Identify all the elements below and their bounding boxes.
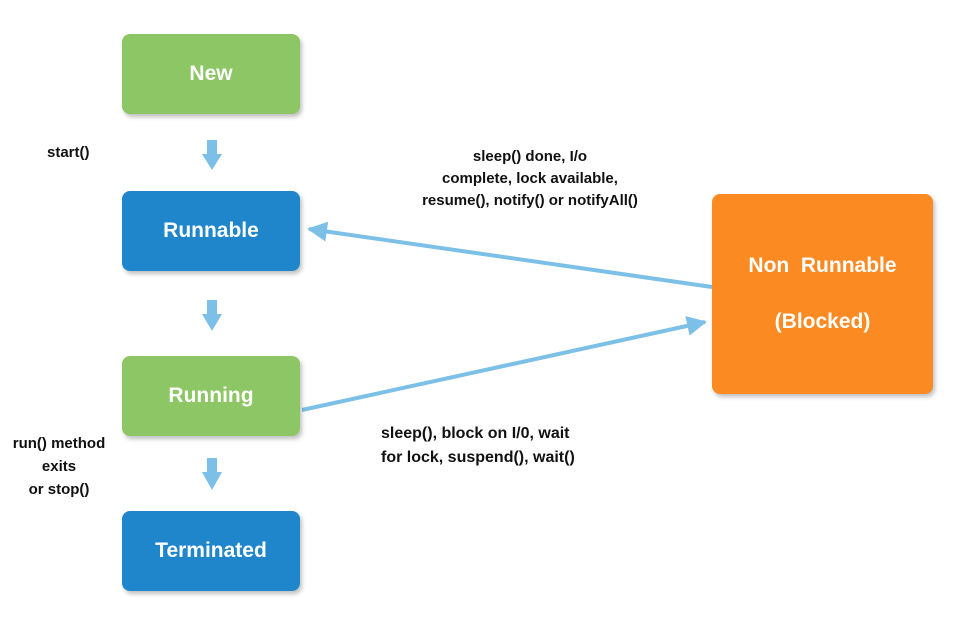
state-runnable-label: Runnable bbox=[163, 219, 259, 242]
state-running-label: Running bbox=[168, 384, 254, 407]
state-non-runnable-label: Non Runnable bbox=[748, 254, 897, 277]
state-terminated-label: Terminated bbox=[155, 539, 267, 562]
transition-block-line: sleep(), block on I/0, wait bbox=[381, 425, 570, 442]
arrow-blocked-to-runnable bbox=[307, 221, 713, 289]
arrow-new-to-runnable bbox=[202, 140, 222, 170]
state-non-runnable: Non Runnable (Blocked) bbox=[712, 194, 933, 394]
transition-unblock-line: resume(), notify() or notifyAll() bbox=[422, 192, 638, 209]
transition-exit-line: or stop() bbox=[28, 481, 90, 498]
arrow-runnable-to-running bbox=[202, 300, 222, 331]
state-new: New bbox=[122, 34, 300, 114]
transition-exit-line: run() method bbox=[12, 435, 106, 452]
state-runnable: Runnable bbox=[122, 191, 300, 271]
transition-exit-line: exits bbox=[41, 458, 77, 475]
transition-block-line: for lock, suspend(), wait() bbox=[381, 449, 575, 466]
transition-block-label: sleep(), block on I/0, wait for lock, su… bbox=[381, 422, 575, 470]
transition-exit-label: run() method exits or stop() bbox=[0, 432, 118, 501]
transition-unblock-line: sleep() done, I/o bbox=[472, 148, 588, 165]
arrow-running-to-terminated bbox=[202, 458, 222, 490]
state-new-label: New bbox=[189, 62, 233, 85]
state-running: Running bbox=[122, 356, 300, 436]
transition-start-label: start() bbox=[47, 144, 90, 161]
transition-unblock-line: complete, lock available, bbox=[442, 170, 618, 187]
state-blocked-label: (Blocked) bbox=[774, 310, 871, 333]
arrow-running-to-blocked bbox=[301, 316, 707, 412]
state-terminated: Terminated bbox=[122, 511, 300, 591]
transition-unblock-label: sleep() done, I/o complete, lock availab… bbox=[360, 146, 700, 212]
